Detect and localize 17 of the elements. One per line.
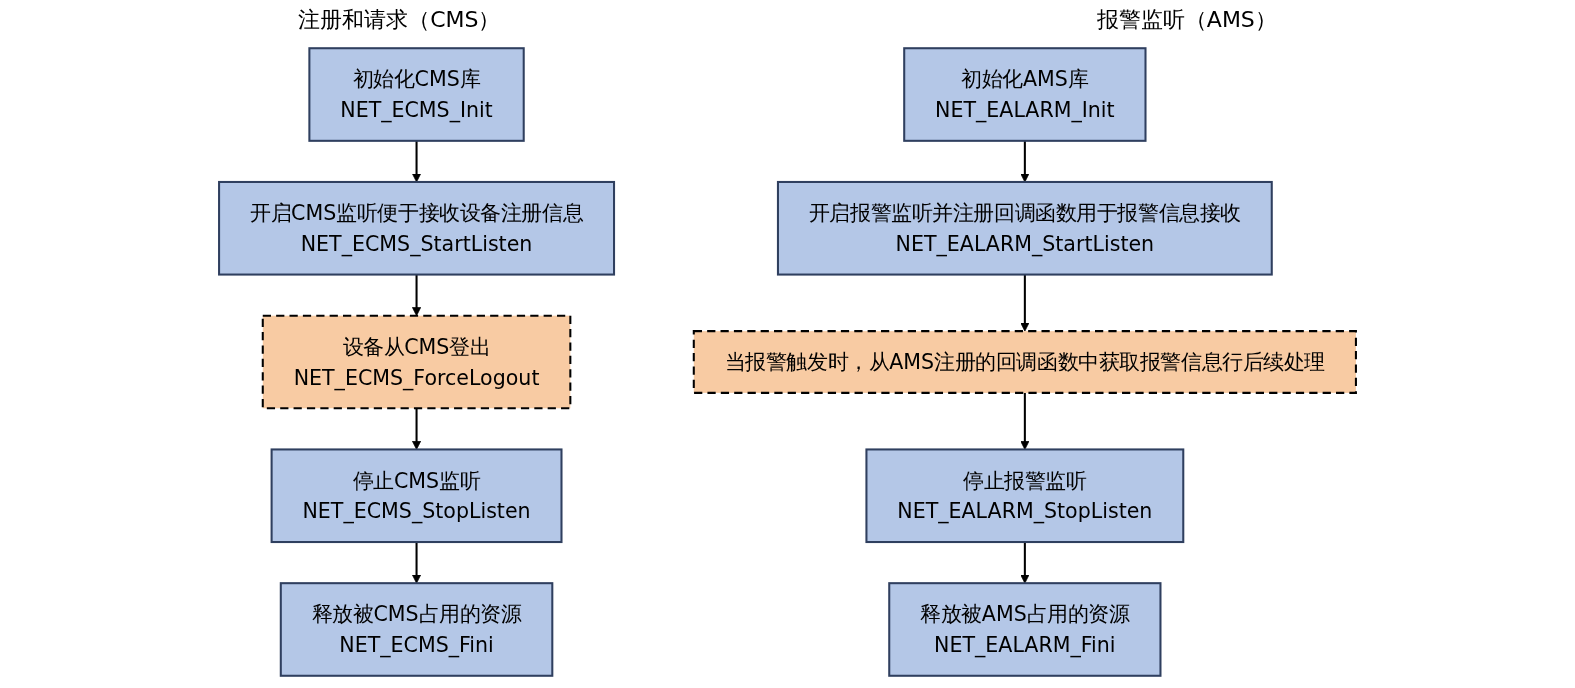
node-box: 开启CMS监听便于接收设备注册信息 NET_ECMS_StartListen [218, 180, 616, 276]
node-box: 释放被CMS占用的资源 NET_ECMS_Fini [279, 582, 554, 677]
column-heading: 注册和请求（CMS） [298, 6, 501, 34]
node-box: 当报警触发时，从AMS注册的回调函数中获取报警信息行后续处理 [692, 330, 1357, 394]
arrow [1020, 542, 1030, 584]
node-box: 停止CMS监听 NET_ECMS_StopListen [270, 448, 563, 544]
column-heading: 报警监听（AMS） [1096, 6, 1277, 34]
node-box: 初始化CMS库 NET_ECMS_Init [308, 47, 525, 142]
arrow [412, 542, 422, 584]
node-box: 开启报警监听并注册回调函数用于报警信息接收 NET_EALARM_StartListen [776, 180, 1273, 276]
node-box: 设备从CMS登出 NET_ECMS_ForceLogout [261, 314, 572, 410]
node-box: 初始化AMS库 NET_EALARM_Init [903, 47, 1147, 142]
node-box: 停止报警监听 NET_EALARM_StopListen [865, 448, 1185, 544]
node-box: 释放被AMS占用的资源 NET_EALARM_Fini [888, 582, 1162, 677]
arrow [1020, 392, 1030, 450]
arrow [1020, 274, 1030, 332]
arrow [412, 408, 422, 450]
